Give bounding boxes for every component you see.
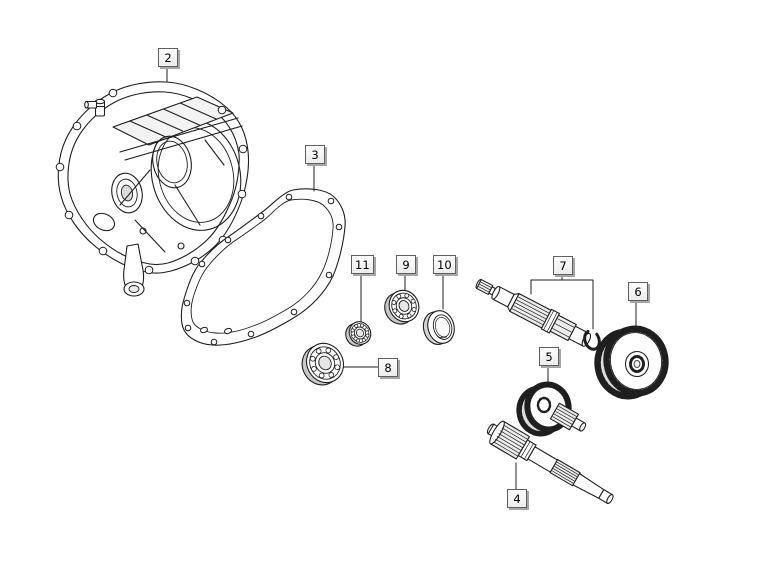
callout-2: 2 [158, 48, 178, 67]
part-5-counter-gear [516, 381, 587, 437]
gasket-bolt-holes [183, 193, 343, 346]
part-7-main-shaft [475, 278, 592, 347]
part-11-bearing-small [345, 321, 372, 347]
part-6-driven-gear [594, 325, 669, 400]
part-8-bearing-large [301, 342, 345, 386]
cover-bottom-bracket [123, 243, 145, 297]
callout-3-number: 3 [311, 148, 319, 162]
cover-bearing-bore-lower [111, 172, 143, 214]
callout-7-leader [530, 274, 594, 330]
cover-bolt-holes [55, 88, 248, 275]
part-4-input-shaft [486, 420, 614, 505]
cover-bearing-bore-upper [152, 135, 192, 189]
callout-9-number: 9 [402, 258, 410, 272]
callout-8: 8 [378, 358, 398, 377]
callout-3: 3 [305, 145, 325, 164]
part-3-gasket [180, 188, 346, 346]
callout-10-number: 10 [437, 258, 452, 272]
part-9-bearing [384, 289, 420, 325]
callout-9: 9 [396, 255, 416, 274]
callout-6-number: 6 [634, 285, 642, 299]
callout-11-number: 11 [355, 258, 370, 272]
callout-7: 7 [553, 256, 573, 275]
callout-10: 10 [433, 255, 456, 274]
callout-7-number: 7 [559, 259, 567, 273]
callout-4: 4 [507, 489, 527, 508]
callout-4-number: 4 [513, 492, 521, 506]
callout-5-number: 5 [545, 350, 553, 364]
callout-6: 6 [628, 282, 648, 301]
part-2-transmission-cover [55, 81, 250, 297]
part-7-circlip [583, 329, 601, 351]
callout-2-number: 2 [164, 51, 172, 65]
callout-11: 11 [351, 255, 374, 274]
cover-breather-fitting [84, 98, 106, 117]
part-10-oil-seal [422, 310, 455, 346]
callout-8-number: 8 [384, 361, 392, 375]
callout-5: 5 [539, 347, 559, 366]
